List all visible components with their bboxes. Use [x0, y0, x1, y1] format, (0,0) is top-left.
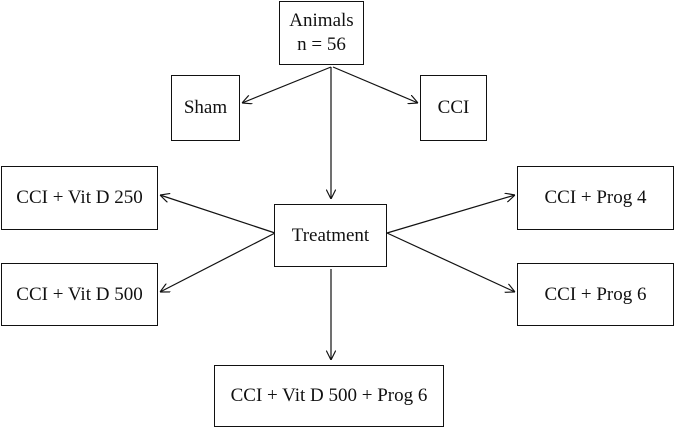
arrow-treatment-to-prog4 — [386, 195, 515, 234]
cci-vitd-500-prog-6-label: CCI + Vit D 500 + Prog 6 — [230, 385, 428, 407]
animals-box: Animals n = 56 — [279, 1, 364, 65]
cci-vitd-250-box: CCI + Vit D 250 — [1, 166, 158, 230]
animals-label: Animals — [289, 10, 354, 32]
treatment-box: Treatment — [274, 204, 387, 267]
arrow-animals-to-sham — [242, 66, 332, 103]
sham-label: Sham — [183, 97, 228, 119]
cci-box: CCI — [420, 75, 487, 141]
cci-vitd-500-label: CCI + Vit D 500 — [16, 283, 143, 305]
arrow-treatment-to-vitd500 — [160, 232, 276, 292]
arrow-treatment-to-vitd250 — [160, 195, 276, 234]
cci-vitd-250-label: CCI + Vit D 250 — [16, 187, 143, 209]
treatment-label: Treatment — [291, 224, 370, 246]
cci-label: CCI — [437, 97, 470, 119]
edge-group — [160, 66, 515, 360]
arrow-animals-to-cci — [332, 66, 418, 103]
cci-prog-6-box: CCI + Prog 6 — [517, 263, 674, 326]
cci-prog-4-box: CCI + Prog 4 — [517, 166, 674, 230]
arrow-treatment-to-prog6 — [386, 232, 515, 292]
cci-prog-4-label: CCI + Prog 4 — [544, 187, 647, 209]
cci-vitd-500-prog-6-box: CCI + Vit D 500 + Prog 6 — [214, 365, 444, 427]
sham-box: Sham — [171, 75, 240, 141]
animals-count: n = 56 — [297, 34, 346, 55]
cci-vitd-500-box: CCI + Vit D 500 — [1, 263, 158, 326]
cci-prog-6-label: CCI + Prog 6 — [544, 283, 647, 305]
